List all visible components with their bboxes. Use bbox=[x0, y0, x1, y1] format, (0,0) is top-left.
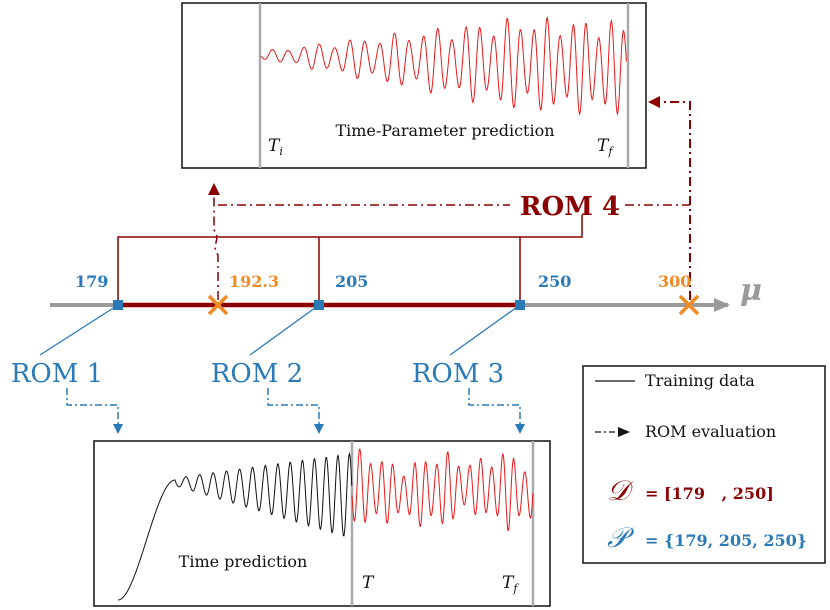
rom3-arrow bbox=[468, 388, 525, 434]
time-parameter-title: Time-Parameter prediction bbox=[335, 121, 554, 140]
tick-label-192-3: 192.3 bbox=[229, 272, 279, 291]
tick-label-205: 205 bbox=[335, 272, 368, 291]
t-label: T bbox=[362, 573, 375, 593]
legend-training-label: Training data bbox=[645, 371, 755, 390]
time-prediction-frame bbox=[93, 440, 551, 607]
tick-label-300: 300 bbox=[658, 272, 691, 291]
parameter-axis: μ 179 192.3 205 250 300 bbox=[50, 272, 762, 316]
legend-d-value: = [179 , 250] bbox=[645, 484, 774, 503]
rom2-arrow bbox=[267, 388, 324, 434]
time-parameter-frame bbox=[181, 2, 647, 169]
rom3-label: ROM 3 bbox=[412, 359, 504, 389]
time-prediction-title: Time prediction bbox=[179, 552, 308, 571]
rom2-label: ROM 2 bbox=[211, 359, 303, 389]
rom4-arrow-192 bbox=[208, 183, 220, 300]
rom1-leader bbox=[39, 304, 119, 356]
rom1-label: ROM 1 bbox=[11, 359, 103, 389]
rom4-connectors: ROM 4 bbox=[117, 96, 691, 302]
ti-label: Ti bbox=[268, 136, 283, 158]
predicted-signal bbox=[351, 448, 534, 531]
rom4-label: ROM 4 bbox=[520, 192, 620, 222]
eval-point-192-3 bbox=[207, 294, 229, 316]
legend-p-value: = {179, 205, 250} bbox=[645, 531, 807, 550]
rom2-leader bbox=[249, 304, 320, 356]
tick-label-250: 250 bbox=[538, 272, 571, 291]
tick-label-179: 179 bbox=[75, 272, 108, 291]
rom4-arrow-300 bbox=[648, 96, 691, 300]
legend-evaluation-label: ROM evaluation bbox=[645, 422, 776, 441]
time-parameter-signal bbox=[260, 15, 627, 116]
time-parameter-panel: Time-Parameter prediction Ti Tf bbox=[181, 2, 647, 169]
tf-label-top: Tf bbox=[597, 136, 614, 158]
local-roms: ROM 1 ROM 2 ROM 3 bbox=[11, 304, 525, 434]
rom4-bracket bbox=[117, 215, 583, 302]
legend-frame bbox=[582, 365, 826, 564]
eval-point-300 bbox=[678, 294, 700, 316]
rom3-leader bbox=[449, 304, 521, 356]
tf-label-bottom: Tf bbox=[502, 573, 519, 595]
rom1-arrow bbox=[66, 388, 123, 434]
mu-symbol: μ bbox=[740, 273, 762, 308]
time-prediction-panel: Time prediction T Tf bbox=[93, 440, 551, 607]
training-signal bbox=[117, 451, 353, 601]
legend: Training data ROM evaluation 𝒟 = [179 , … bbox=[582, 365, 826, 564]
